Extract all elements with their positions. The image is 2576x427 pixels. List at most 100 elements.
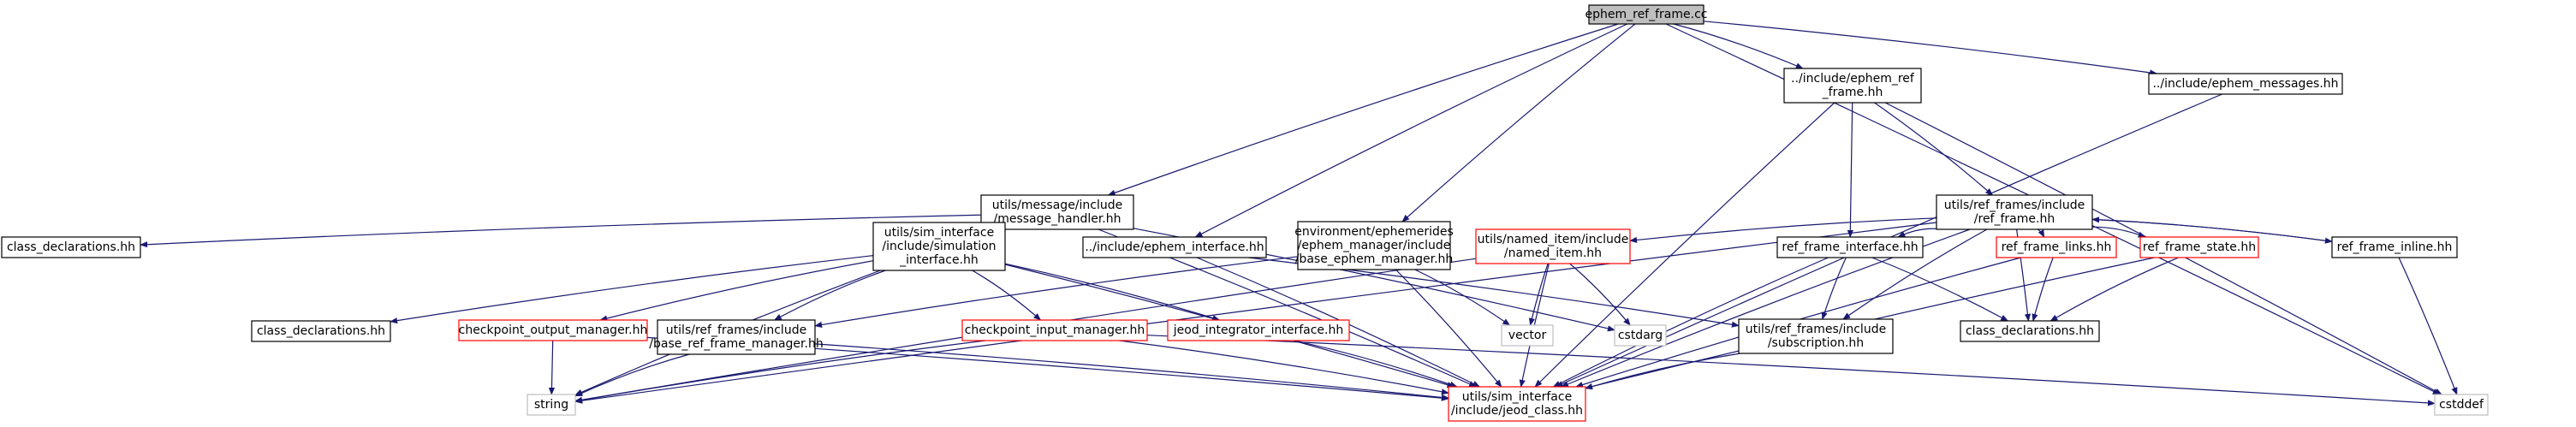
edge-checkpoint_output-to-string: [548, 340, 556, 395]
node-box: [1783, 68, 1922, 104]
edge-ref_frame_hh-to-named_item: [1629, 217, 1937, 244]
edge-env_base_ephem-to-base_ref_frame_manager: [814, 256, 1299, 329]
node-ref_frame_interface[interactable]: ref_frame_interface.hh: [1776, 236, 1924, 258]
node-box: [1776, 236, 1924, 258]
node-label-line: environment/ephemerides: [1294, 225, 1454, 239]
node-label-line: utils/message/include: [992, 199, 1123, 212]
node-box: [1588, 4, 1704, 25]
node-ephem_ref_frame_hh[interactable]: ../include/ephem_ref_frame.hh: [1783, 68, 1922, 104]
edge-ephem_ref_frame_hh-to-ref_frame_hh: [1874, 102, 1994, 196]
node-label-line: cstddef: [2439, 398, 2484, 412]
edge-ref_frame_links-to-class_decl_right: [2032, 257, 2054, 322]
edge-sim_interface_hh-to-checkpoint_output: [599, 260, 874, 322]
edge-root-to-ephem_interface: [1194, 23, 1627, 238]
node-label-line: ephem_ref_frame.cc: [1585, 8, 1708, 21]
edge-root-to-msg_handler: [1107, 23, 1619, 196]
node-box: [657, 319, 816, 355]
node-ephem_messages[interactable]: ../include/ephem_messages.hh: [2148, 73, 2343, 95]
node-box: [2139, 236, 2259, 258]
node-box: [1448, 386, 1586, 422]
node-box: [527, 394, 576, 416]
node-label-line: utils/named_item/include: [1478, 233, 1629, 246]
edge-ref_frame_hh-to-ref_frame_state: [2091, 226, 2146, 238]
node-box: [980, 194, 1134, 230]
node-string[interactable]: string: [527, 394, 576, 416]
nodes: ephem_ref_frame.ccutils/message/include/…: [1, 4, 2489, 422]
node-cstddef[interactable]: cstddef: [2434, 394, 2489, 416]
node-box: [1936, 194, 2093, 230]
edge-jeod_integrator-to-jeod_class: [1294, 340, 1458, 388]
edge-named_item-to-jeod_class: [1519, 263, 1550, 388]
node-label-line: utils/sim_interface: [884, 226, 994, 240]
node-label-line: utils/ref_frames/include: [666, 323, 806, 337]
node-ephem_interface[interactable]: ../include/ephem_interface.hh: [1082, 236, 1267, 258]
edge-ref_frame_hh-to-ref_frame_interface: [1897, 228, 1937, 238]
node-box: [1614, 324, 1667, 347]
node-ref_frame_links[interactable]: ref_frame_links.hh: [1996, 236, 2117, 258]
node-label-line: /ephem_manager/include: [1298, 239, 1451, 252]
node-class_decl_left[interactable]: class_declarations.hh: [1, 236, 141, 258]
node-msg_handler[interactable]: utils/message/include/message_handler.hh: [980, 194, 1134, 230]
node-box: [1297, 221, 1451, 270]
node-label-line: class_declarations.hh: [257, 324, 385, 338]
node-label-line: utils/ref_frames/include: [1944, 199, 2085, 212]
node-box: [2331, 236, 2458, 258]
node-box: [1475, 228, 1631, 264]
node-env_base_ephem[interactable]: environment/ephemerides/ephem_manager/in…: [1294, 221, 1454, 270]
node-label-line: ../include/ephem_ref: [1791, 72, 1915, 86]
edge-root-to-ephem_ref_frame_hh: [1673, 23, 1804, 69]
node-sim_interface_hh[interactable]: utils/sim_interface/include/simulation_i…: [872, 222, 1006, 271]
node-cstdarg[interactable]: cstdarg: [1614, 324, 1667, 347]
edge-checkpoint_input-to-jeod_class: [1119, 340, 1449, 395]
node-root[interactable]: ephem_ref_frame.cc: [1585, 4, 1708, 25]
node-base_ref_frame_manager[interactable]: utils/ref_frames/include/base_ref_frame_…: [649, 319, 824, 355]
edge-ref_frame_inline-to-ref_frame_hh: [2091, 216, 2333, 242]
node-label-line: class_declarations.hh: [1966, 324, 2094, 338]
node-label-line: ../include/ephem_messages.hh: [2152, 77, 2338, 91]
edge-root-to-ephem_messages: [1703, 21, 2158, 76]
node-box: [1167, 319, 1350, 341]
node-label-line: checkpoint_output_manager.hh: [459, 323, 648, 337]
node-box: [1960, 320, 2100, 342]
node-label-line: /include/jeod_class.hh: [1451, 404, 1583, 418]
node-label-line: cstdarg: [1618, 329, 1663, 342]
node-label-line: ref_frame_interface.hh: [1782, 240, 1918, 254]
node-label-line: /subscription.hh: [1768, 336, 1864, 350]
node-named_item[interactable]: utils/named_item/include/named_item.hh: [1475, 228, 1631, 264]
node-checkpoint_output[interactable]: checkpoint_output_manager.hh: [458, 319, 648, 341]
node-label-line: /base_ephem_manager.hh: [1295, 252, 1454, 266]
node-label-line: ref_frame_links.hh: [2002, 240, 2112, 254]
node-label-line: checkpoint_input_manager.hh: [965, 323, 1145, 337]
node-box: [1082, 236, 1267, 258]
node-label-line: string: [534, 398, 568, 412]
edge-ref_frame_interface-to-jeod_class: [1552, 257, 1829, 388]
node-subscription[interactable]: utils/ref_frames/include/subscription.hh: [1738, 318, 1894, 354]
node-label-line: vector: [1508, 329, 1547, 342]
edge-ref_frame_inline-to-cstddef: [2398, 257, 2458, 395]
node-class_decl_mid[interactable]: class_declarations.hh: [251, 320, 391, 342]
node-box: [1738, 318, 1894, 354]
node-jeod_integrator[interactable]: jeod_integrator_interface.hh: [1167, 319, 1350, 341]
node-label-line: jeod_integrator_interface.hh: [1173, 323, 1344, 337]
edge-msg_handler-to-class_decl_left: [140, 214, 982, 248]
node-box: [251, 320, 391, 342]
node-ref_frame_state[interactable]: ref_frame_state.hh: [2139, 236, 2259, 258]
node-vector[interactable]: vector: [1501, 324, 1554, 347]
node-label-line: _frame.hh: [1822, 86, 1883, 99]
node-checkpoint_input[interactable]: checkpoint_input_manager.hh: [961, 319, 1148, 341]
node-jeod_class[interactable]: utils/sim_interface/include/jeod_class.h…: [1448, 386, 1586, 422]
edge-ref_frame_interface-to-subscription: [1821, 257, 1847, 320]
node-box: [458, 319, 648, 341]
node-label-line: /named_item.hh: [1504, 246, 1602, 260]
edge-ref_frame_hh-to-string: [574, 222, 1937, 404]
node-class_decl_right[interactable]: class_declarations.hh: [1960, 320, 2100, 342]
edge-checkpoint_input-to-cstddef: [1146, 335, 2436, 406]
node-label-line: ../include/ephem_interface.hh: [1085, 240, 1264, 254]
node-ref_frame_inline[interactable]: ref_frame_inline.hh: [2331, 236, 2458, 258]
node-box: [2434, 394, 2489, 416]
node-ref_frame_hh[interactable]: utils/ref_frames/include/ref_frame.hh: [1936, 194, 2093, 230]
edge-ref_frame_hh-to-subscription: [1842, 228, 1988, 320]
edge-ephem_ref_frame_hh-to-ref_frame_interface: [1847, 102, 1853, 238]
node-box: [1501, 324, 1554, 347]
